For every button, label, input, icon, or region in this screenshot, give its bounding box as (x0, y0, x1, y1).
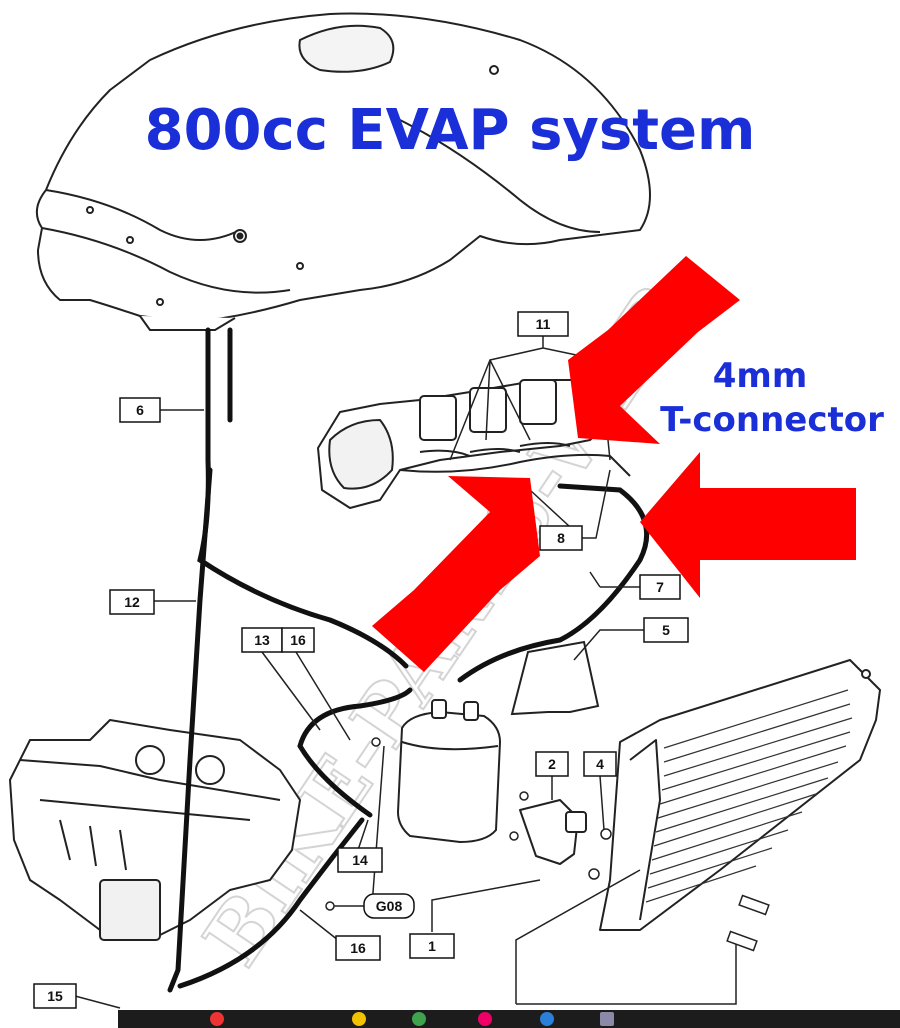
taskbar-icon-pink[interactable] (478, 1012, 492, 1026)
svg-text:6: 6 (136, 402, 144, 418)
annotation-line-2: T-connector (660, 400, 884, 440)
callout-1: 1 (409, 933, 455, 959)
screws (325, 737, 770, 952)
svg-text:G08: G08 (376, 898, 403, 914)
callout-2: 2 (535, 751, 569, 777)
red-arrows (372, 256, 856, 672)
arrow-bottom-left (372, 476, 540, 672)
svg-text:2: 2 (548, 756, 556, 772)
diagram-title: 800cc EVAP system (144, 98, 756, 163)
arrow-right (640, 452, 856, 598)
taskbar-icon-green[interactable] (412, 1012, 426, 1026)
evap-canister (397, 699, 501, 843)
hoses (167, 327, 650, 993)
callout-6: 6 (119, 397, 161, 423)
callout-4: 4 (583, 751, 617, 777)
svg-text:11: 11 (536, 316, 551, 332)
callout-G08: G08 (363, 893, 415, 919)
svg-text:4: 4 (596, 756, 604, 772)
callout-5: 5 (643, 617, 689, 643)
svg-text:15: 15 (47, 988, 63, 1004)
svg-text:8: 8 (557, 530, 565, 546)
svg-text:16: 16 (290, 632, 306, 648)
svg-text:7: 7 (656, 579, 664, 595)
annotation-line-1: 4mm (712, 356, 808, 396)
radiator (599, 659, 881, 931)
callout-8: 8 (539, 525, 583, 551)
engine (9, 719, 301, 941)
svg-text:5: 5 (662, 622, 670, 638)
taskbar-strip (118, 1010, 900, 1028)
callout-13: 13 (241, 627, 283, 653)
callout-14: 14 (337, 847, 383, 873)
taskbar-icon-red[interactable] (210, 1012, 224, 1026)
taskbar-icon-yellow[interactable] (352, 1012, 366, 1026)
svg-text:16: 16 (350, 940, 366, 956)
cover-plate (510, 640, 600, 716)
throttle-body (317, 379, 631, 509)
taskbar-icon-blue[interactable] (540, 1012, 554, 1026)
fuel-tank (35, 12, 651, 331)
callout-15: 15 (33, 983, 77, 1009)
arrow-top-right (568, 256, 740, 444)
callout-16-bottom: 16 (335, 935, 381, 961)
svg-text:12: 12 (124, 594, 140, 610)
taskbar-icon-grid[interactable] (600, 1012, 614, 1026)
callout-12: 12 (109, 589, 155, 615)
callout-11: 11 (517, 311, 569, 337)
callouts: 6 11 12 8 7 5 13 16 2 4 14 G08 16 1 15 (33, 311, 689, 1009)
callout-7: 7 (639, 574, 681, 600)
callout-16-top: 16 (281, 627, 315, 653)
svg-text:1: 1 (428, 938, 436, 954)
svg-text:13: 13 (254, 632, 270, 648)
svg-text:14: 14 (352, 852, 368, 868)
solenoid-bracket (519, 799, 587, 865)
